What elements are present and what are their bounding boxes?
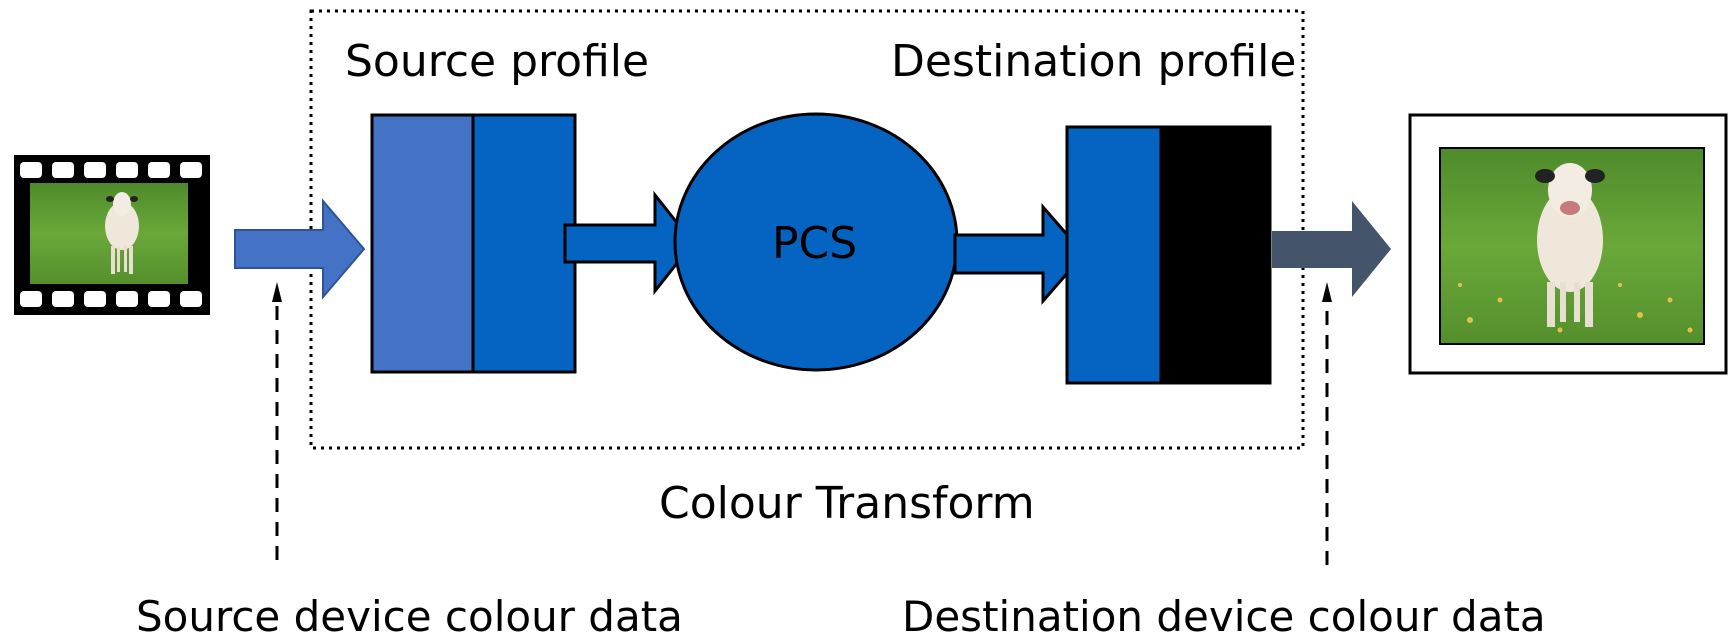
source-profile-block-right — [471, 113, 577, 374]
destination-device-colour-data-label: Destination device colour data — [902, 592, 1546, 641]
source-profile-label: Source profile — [345, 36, 650, 87]
destination-data-pointer-arrowhead — [1322, 282, 1332, 302]
output-arrow — [1272, 201, 1391, 297]
source-to-pcs-arrow — [563, 190, 695, 296]
destination-profile-block-right — [1159, 125, 1272, 385]
input-arrow — [234, 198, 366, 300]
source-profile-block-left — [370, 113, 475, 374]
colour-transform-boundary — [309, 9, 1305, 450]
source-device-colour-data-label: Source device colour data — [136, 592, 683, 641]
source-data-pointer-arrowhead — [272, 282, 282, 302]
destination-framed-image — [1408, 113, 1728, 375]
destination-profile-block-left — [1065, 125, 1163, 385]
destination-profile-label: Destination profile — [891, 36, 1297, 87]
colour-transform-label: Colour Transform — [659, 478, 1035, 529]
pcs-label: PCS — [772, 218, 858, 269]
cow-figure-large — [1535, 163, 1605, 327]
cow-figure-small — [105, 192, 139, 274]
source-film-strip-image — [14, 155, 210, 315]
pcs-to-destination-arrow — [953, 202, 1086, 306]
